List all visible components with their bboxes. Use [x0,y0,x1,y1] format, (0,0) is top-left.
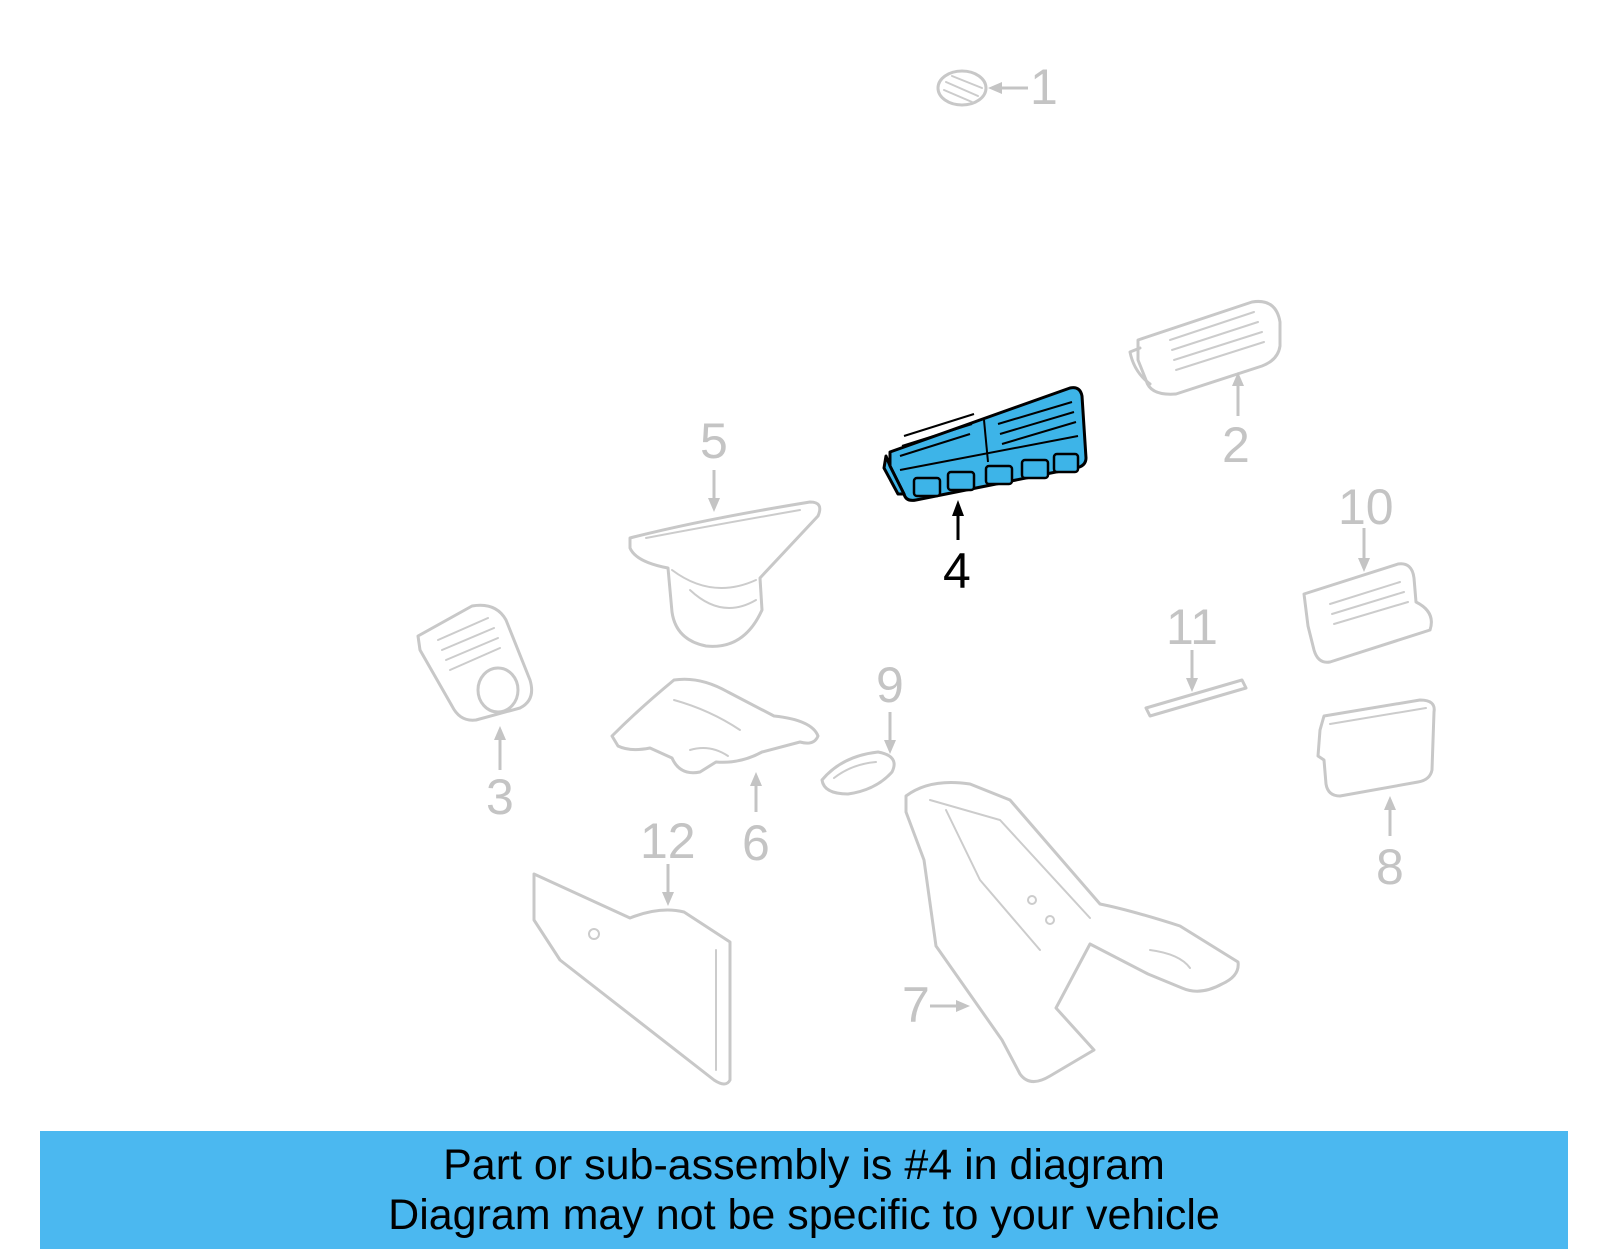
part-10-vent[interactable] [1302,562,1433,664]
callout-11: 11 [1166,599,1218,692]
svg-text:5: 5 [700,413,728,469]
callout-6: 6 [742,772,770,871]
callout-12: 12 [640,813,696,906]
banner-line-2: Diagram may not be specific to your vehi… [388,1191,1220,1239]
callout-10: 10 [1338,479,1394,572]
part-7-floor-duct[interactable] [904,781,1240,1083]
parts-diagram: 1 2 4 [416,59,1436,1086]
banner-line-1: Part or sub-assembly is #4 in diagram [443,1141,1165,1189]
callout-7: 7 [902,977,970,1033]
part-2-vent[interactable] [1128,299,1282,396]
callout-5: 5 [700,413,728,512]
callout-1: 1 [988,59,1058,115]
part-8-housing[interactable] [1316,698,1436,798]
part-4-center-vent[interactable] [882,386,1088,502]
callout-2: 2 [1222,372,1250,473]
svg-text:11: 11 [1166,599,1218,655]
callout-9: 9 [876,657,904,754]
svg-text:8: 8 [1376,839,1404,895]
svg-text:7: 7 [902,977,930,1033]
svg-text:1: 1 [1030,59,1058,115]
part-12-panel[interactable] [532,872,732,1086]
svg-text:3: 3 [486,769,514,825]
info-banner: Part or sub-assembly is #4 in diagram Di… [40,1131,1568,1249]
callout-3: 3 [486,726,514,825]
svg-text:12: 12 [640,813,696,869]
svg-text:4: 4 [943,543,971,599]
svg-text:2: 2 [1222,417,1250,473]
svg-text:10: 10 [1338,479,1394,535]
callout-8: 8 [1376,796,1404,895]
callout-4: 4 [943,500,971,599]
svg-text:6: 6 [742,815,770,871]
part-9-grommet[interactable] [820,750,896,796]
part-3-side-vent[interactable] [416,603,534,722]
svg-text:9: 9 [876,657,904,713]
part-11-strip[interactable] [1144,678,1248,718]
part-6-duct[interactable] [610,677,820,775]
part-5-duct[interactable] [628,500,822,648]
part-1-grommet[interactable] [936,69,988,107]
